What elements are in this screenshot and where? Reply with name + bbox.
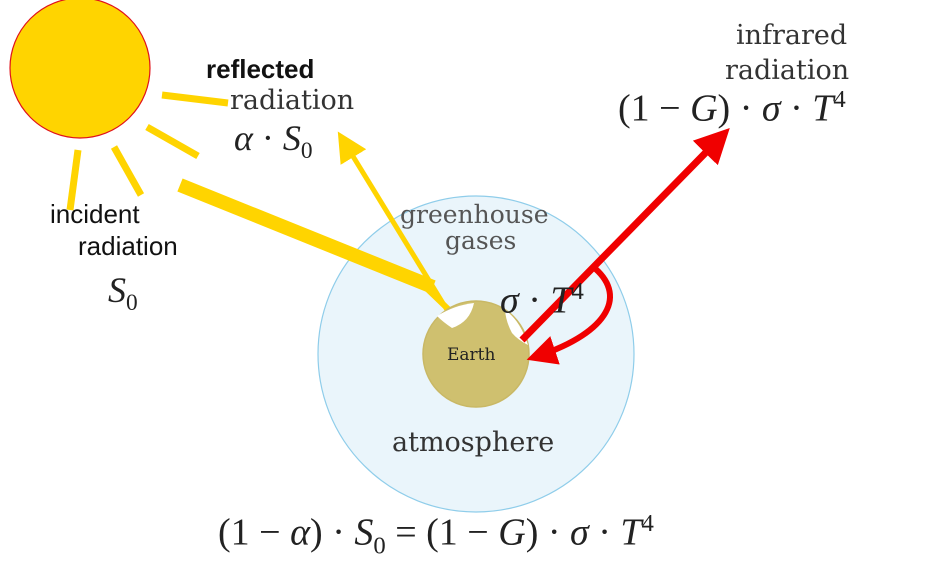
infrared-formula: (1 − G) · σ · T4 <box>618 86 846 130</box>
sun-ray <box>110 145 145 197</box>
atmosphere-label: atmosphere <box>392 427 555 458</box>
reflected-arrow <box>337 131 455 320</box>
incident-radiation-label: radiation <box>78 231 178 261</box>
sun-ray <box>66 149 82 211</box>
earth-label: Earth <box>447 345 496 365</box>
infrared-label: infrared <box>736 20 848 51</box>
infrared-arrow <box>519 128 730 343</box>
incident-formula: S0 <box>108 270 138 317</box>
gases-label: gases <box>445 226 517 255</box>
earth-emission-formula: σ · T4 <box>500 278 584 322</box>
reflected-radiation-label: radiation <box>230 85 355 116</box>
greenhouse-label: greenhouse <box>400 200 549 229</box>
infrared-radiation-label: radiation <box>725 55 850 86</box>
sun <box>9 0 151 139</box>
earth-cutout-left <box>437 303 474 328</box>
reflected-formula: α · S0 <box>234 118 313 165</box>
sun-ray <box>145 123 200 160</box>
sun-rays <box>66 91 229 211</box>
incident-label: incident <box>50 199 140 229</box>
balance-equation: (1 − α) · S0 = (1 − G) · σ · T4 <box>218 510 654 560</box>
sun-ray <box>161 91 229 107</box>
reflected-label: reflected <box>206 54 315 84</box>
back-radiation-arrow <box>526 263 613 365</box>
